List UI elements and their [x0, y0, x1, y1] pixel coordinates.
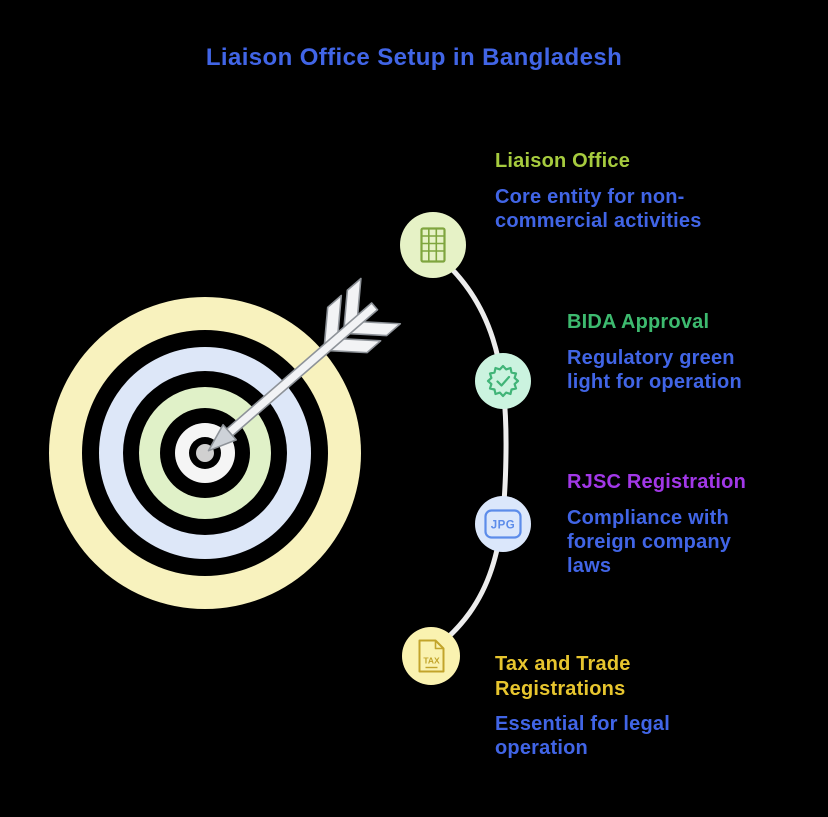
timeline-node-3: JPG — [475, 496, 531, 552]
timeline-item-1-description: Core entity for non- commercial activiti… — [495, 186, 702, 232]
jpg-icon-text: JPG — [491, 520, 516, 532]
tax-document-icon: TAX — [418, 639, 445, 673]
timeline-item-3-description: Compliance with foreign company laws — [567, 507, 732, 577]
timeline-node-4: TAX — [402, 627, 460, 685]
timeline-item-4-label: Tax and Trade Registrations — [495, 653, 631, 700]
jpg-file-icon: JPG — [484, 509, 522, 539]
page-title: Liaison Office Setup in Bangladesh — [205, 44, 623, 71]
timeline-item-1-label: Liaison Office — [495, 150, 631, 172]
timeline-item-3-label: RJSC Registration — [567, 471, 746, 493]
building-icon — [420, 227, 446, 263]
arrow-icon — [207, 277, 402, 452]
timeline-item-4-description: Essential for legal operation — [495, 713, 670, 759]
timeline-item-2-label: BIDA Approval — [567, 311, 710, 333]
timeline-node-1 — [400, 212, 466, 278]
timeline-curve — [430, 249, 509, 653]
dartboard-target — [49, 297, 361, 609]
timeline-item-2-description: Regulatory green light for operation — [567, 347, 742, 393]
timeline-node-2 — [475, 353, 531, 409]
tax-icon-text: TAX — [423, 656, 440, 666]
seal-check-icon — [486, 364, 520, 398]
